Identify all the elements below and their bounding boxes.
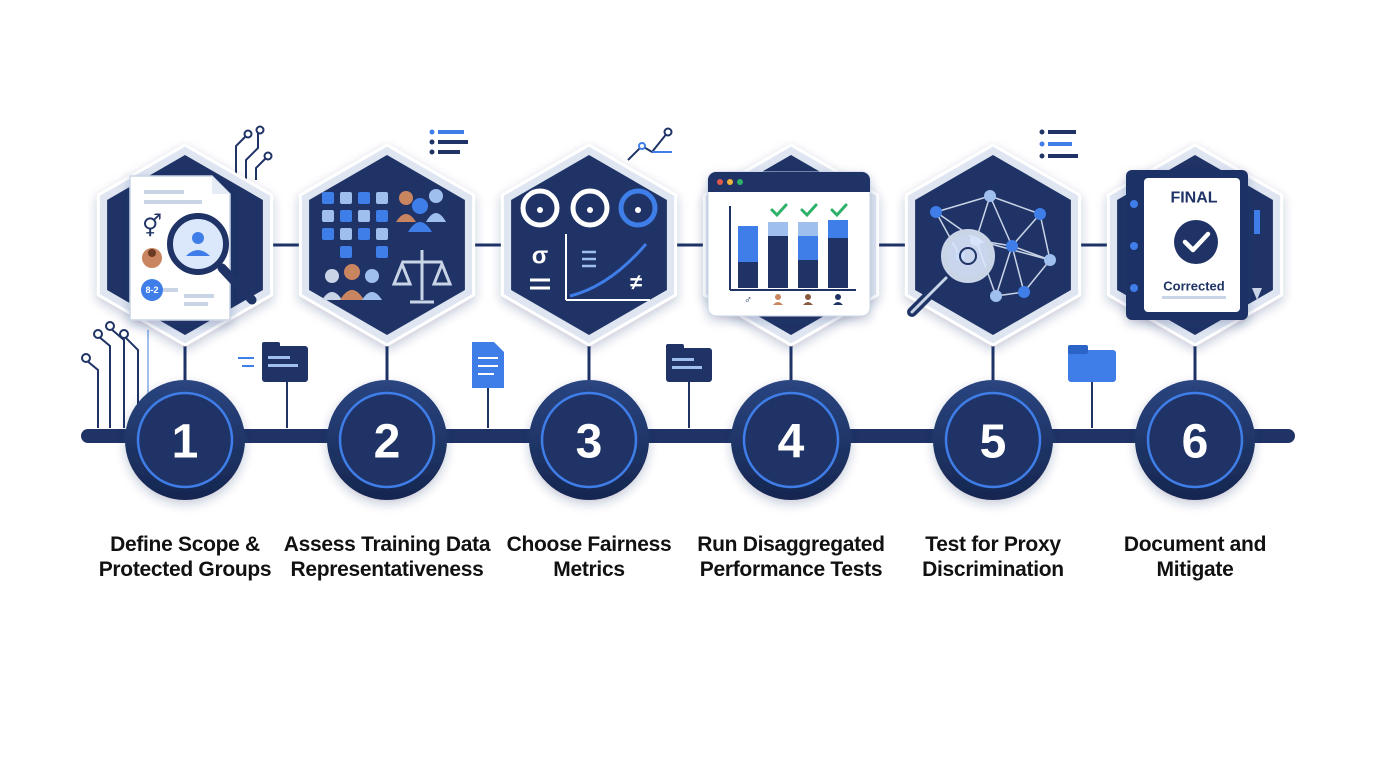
circuit-lines-top-icon bbox=[235, 125, 273, 180]
svg-text:8-2: 8-2 bbox=[145, 285, 158, 295]
step-number-circle-3: 3 bbox=[529, 380, 649, 500]
folder-icon-3 bbox=[666, 344, 712, 428]
step-label-line2: Representativeness bbox=[290, 558, 484, 581]
step-label-1: Define Scope &Protected Groups bbox=[75, 532, 295, 582]
trend-line-icon bbox=[627, 127, 673, 161]
step-hexagon-2 bbox=[298, 143, 476, 347]
step-label-line1: Document and bbox=[1123, 533, 1267, 556]
step-label-line1: Assess Training Data bbox=[283, 533, 491, 556]
people-scale-icon bbox=[322, 189, 453, 304]
folder-icon-1 bbox=[238, 342, 308, 428]
gauges-formula-icon: σ ≠ bbox=[520, 188, 658, 301]
document-magnifier-icon: ⚥ 8-2 bbox=[129, 175, 257, 321]
step-label-line2: Performance Tests bbox=[699, 558, 883, 581]
step-label-line1: Run Disaggregated bbox=[697, 533, 885, 556]
report-stamp: Corrected bbox=[1163, 279, 1224, 294]
step-number: 5 bbox=[980, 416, 1007, 469]
step-label-line1: Define Scope & bbox=[110, 533, 260, 556]
svg-text:σ: σ bbox=[532, 243, 548, 270]
report-title: FINAL bbox=[1170, 190, 1217, 207]
step-label-line2: Metrics bbox=[553, 558, 625, 581]
step-number-circle-1: 1 bbox=[125, 380, 245, 500]
svg-text:♂: ♂ bbox=[744, 294, 752, 306]
step-number: 3 bbox=[576, 416, 603, 469]
step-hexagon-3 bbox=[500, 143, 678, 347]
step-label-line2: Mitigate bbox=[1156, 558, 1234, 581]
svg-text:⚥: ⚥ bbox=[142, 213, 162, 239]
step-number-circle-2: 2 bbox=[327, 380, 447, 500]
step-label-line1: Test for Proxy bbox=[925, 533, 1061, 556]
step-number: 1 bbox=[172, 416, 199, 469]
step-label-line2: Protected Groups bbox=[98, 558, 272, 581]
step-number-circle-4: 4 bbox=[731, 380, 851, 500]
final-report-icon: FINAL Corrected bbox=[1126, 170, 1262, 320]
step-number-circle-5: 5 bbox=[933, 380, 1053, 500]
step-number: 4 bbox=[778, 416, 805, 469]
svg-text:≠: ≠ bbox=[630, 270, 642, 295]
step-label-line1: Choose Fairness bbox=[506, 533, 672, 556]
document-icon-2 bbox=[472, 342, 504, 428]
step-number: 6 bbox=[1182, 416, 1209, 469]
folder-icon-5 bbox=[1068, 345, 1116, 428]
list-lines-icon-2 bbox=[429, 129, 468, 155]
list-lines-icon-5 bbox=[1039, 129, 1078, 159]
bar-chart-window-icon: ♂ bbox=[707, 171, 871, 317]
network-magnifier-icon bbox=[907, 190, 1056, 317]
step-label-line2: Discrimination bbox=[922, 558, 1064, 581]
step-number-circle-6: 6 bbox=[1135, 380, 1255, 500]
step-number: 2 bbox=[374, 416, 401, 469]
